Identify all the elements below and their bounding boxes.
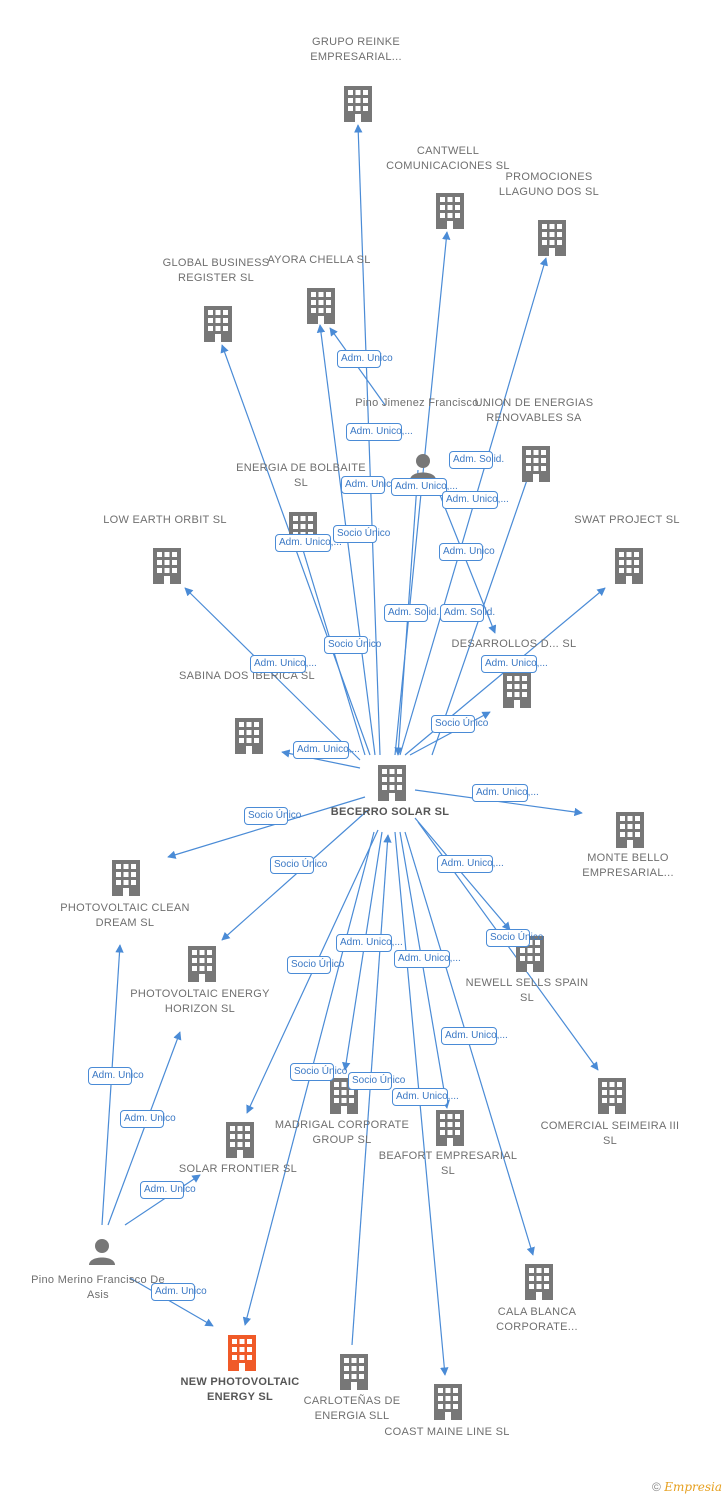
building-icon-sabina [235, 718, 263, 754]
edge-becerro-newell [414, 817, 511, 931]
edge-pinomerino-new-photovoltaic [129, 1277, 214, 1327]
edge-carlotenas-becerro [351, 834, 392, 1346]
building-icon-carlotenas [340, 1354, 368, 1390]
building-icon-low-earth [153, 548, 181, 584]
edge-label: Adm. Unico [439, 543, 495, 561]
building-icon-desarrollos [503, 672, 531, 708]
edge-label: Adm. Unico,... [250, 655, 317, 673]
edge-pinomerino-photovoltaic-clean [101, 944, 124, 1226]
building-icon-seimeira [598, 1078, 626, 1114]
edge-label: Socio Único [287, 956, 344, 974]
edge-label: Adm. Unico,... [394, 950, 461, 968]
edge-label: Adm. Unico,... [336, 934, 403, 952]
node-label-becerro-solar[interactable]: BECERRO SOLAR SL [330, 806, 450, 818]
edge-label: Adm. Unico,... [346, 423, 413, 441]
person-icon-pino-jimenez [410, 454, 436, 480]
building-icon-swat [615, 548, 643, 584]
edge-label: Socio Único [270, 856, 327, 874]
node-label-union-energias[interactable]: UNION DE ENERGIAS RENOVABLES SA [474, 397, 594, 424]
node-label-global-business[interactable]: GLOBAL BUSINESS REGISTER SL [162, 257, 270, 284]
edge-label: Adm. Unico [120, 1110, 176, 1128]
building-icon-coast-maine [434, 1384, 462, 1420]
edge-label: Adm. Solid. [440, 604, 495, 622]
edge-label: Adm. Unico [151, 1283, 207, 1301]
edge-label: Adm. Unico,... [391, 478, 458, 496]
edge-label: Socio Único [486, 929, 543, 947]
node-label-carlotenas[interactable]: CARLOTEÑAS DE ENERGIA SLL [303, 1395, 401, 1422]
node-label-newell-sells[interactable]: NEWELL SELLS SPAIN SL [465, 977, 589, 1004]
edge-becerro-beafort [399, 831, 450, 1109]
edge-label: Adm. Unico [140, 1181, 196, 1199]
person-icon-pino-merino [89, 1239, 115, 1265]
building-icon-becerro [378, 765, 406, 801]
node-label-photovoltaic-energy-horizon[interactable]: PHOTOVOLTAIC ENERGY HORIZON SL [130, 988, 270, 1015]
edge-label: Socio Único [333, 525, 390, 543]
edge-label: Adm. Unico,... [293, 741, 360, 759]
edge-becerro-energy-horizon [221, 809, 369, 941]
building-icon-photovoltaic-clean [112, 860, 140, 896]
edge-label: Adm. Unico,... [275, 534, 342, 552]
node-label-ayora-chella[interactable]: AYORA CHELLA SL [267, 254, 371, 266]
building-icon-ayora [307, 288, 335, 324]
building-icon-union-energias [522, 446, 550, 482]
building-icon-global-business [204, 306, 232, 342]
node-label-beafort[interactable]: BEAFORT EMPRESARIAL SL [378, 1150, 518, 1177]
edge-label: Adm. Unico,... [392, 1088, 459, 1106]
edge-label: Adm. Unico,... [481, 655, 548, 673]
building-icon-cantwell [436, 193, 464, 229]
node-label-photovoltaic-clean[interactable]: PHOTOVOLTAIC CLEAN DREAM SL [60, 902, 190, 929]
node-label-comercial-seimeira[interactable]: COMERCIAL SEIMEIRA III SL [540, 1120, 680, 1147]
edge-label: Adm. Solid. [449, 451, 504, 469]
edge-becerro-low-earth [184, 587, 361, 761]
building-icon-energy-horizon [188, 946, 216, 982]
node-label-energia-bolbaite[interactable]: ENERGIA DE BOLBAITE SL [236, 462, 366, 489]
edge-becerro-desarrollos [409, 711, 491, 756]
node-label-pino-merino[interactable]: Pino Merino Francisco De Asis [31, 1274, 165, 1301]
building-icon-solar-frontier [226, 1122, 254, 1158]
building-icon-monte-bello [616, 812, 644, 848]
node-label-sabina-dos[interactable]: SABINA DOS IBERICA SL [179, 670, 315, 682]
edge-label: Socio Único [348, 1072, 405, 1090]
node-label-cala-blanca[interactable]: CALA BLANCA CORPORATE... [496, 1306, 578, 1333]
node-label-coast-maine[interactable]: COAST MAINE LINE SL [384, 1426, 510, 1438]
edge-label: Adm. Unico,... [441, 1027, 508, 1045]
node-label-promociones-llaguno[interactable]: PROMOCIONES LLAGUNO DOS SL [498, 171, 600, 198]
building-icon-promociones [538, 220, 566, 256]
node-label-monte-bello[interactable]: MONTE BELLO EMPRESARIAL... [582, 852, 674, 879]
building-icon-new-photovoltaic [228, 1335, 256, 1371]
copyright-symbol: © [652, 1480, 661, 1494]
building-icon-beafort [436, 1110, 464, 1146]
edge-pinomerino-energy-horizon [107, 1031, 182, 1226]
node-label-new-photovoltaic[interactable]: NEW PHOTOVOLTAIC ENERGY SL [180, 1376, 300, 1403]
edge-label: Adm. Unico,... [442, 491, 509, 509]
building-icon-cala-blanca [525, 1264, 553, 1300]
node-label-cantwell[interactable]: CANTWELL COMUNICACIONES SL [386, 145, 510, 172]
building-icon-grupo-reinke [344, 86, 372, 122]
edge-label: Socio Único [431, 715, 488, 733]
copyright: © Empresia [652, 1480, 722, 1494]
node-label-solar-frontier[interactable]: SOLAR FRONTIER SL [178, 1163, 298, 1175]
node-label-grupo-reinke[interactable]: GRUPO REINKE EMPRESARIAL... [310, 36, 402, 63]
edge-label: Adm. Unico,... [472, 784, 539, 802]
edge-label: Adm. Unico [88, 1067, 144, 1085]
edge-becerro-photovoltaic-clean [167, 796, 366, 859]
edge-label: Socio Único [244, 807, 301, 825]
node-label-low-earth[interactable]: LOW EARTH ORBIT SL [103, 514, 227, 526]
node-label-swat-project[interactable]: SWAT PROJECT SL [574, 514, 680, 526]
node-label-madrigal[interactable]: MADRIGAL CORPORATE GROUP SL [274, 1119, 410, 1146]
node-label-desarrollos[interactable]: DESARROLLOS D... SL [451, 638, 577, 650]
node-label-pino-jimenez[interactable]: Pino Jimenez Francisco... [355, 397, 489, 409]
edge-label: Adm. Solid. [384, 604, 439, 622]
edge-label: Adm. Unico,... [437, 855, 504, 873]
edge-label: Adm. Unico [337, 350, 393, 368]
edge-pinomerino-solar-frontier [124, 1174, 201, 1226]
edge-label: Socio Único [290, 1063, 347, 1081]
brand-logo[interactable]: Empresia [664, 1480, 722, 1494]
edge-label: Adm. Unico [341, 476, 397, 494]
edge-label: Socio Único [324, 636, 381, 654]
